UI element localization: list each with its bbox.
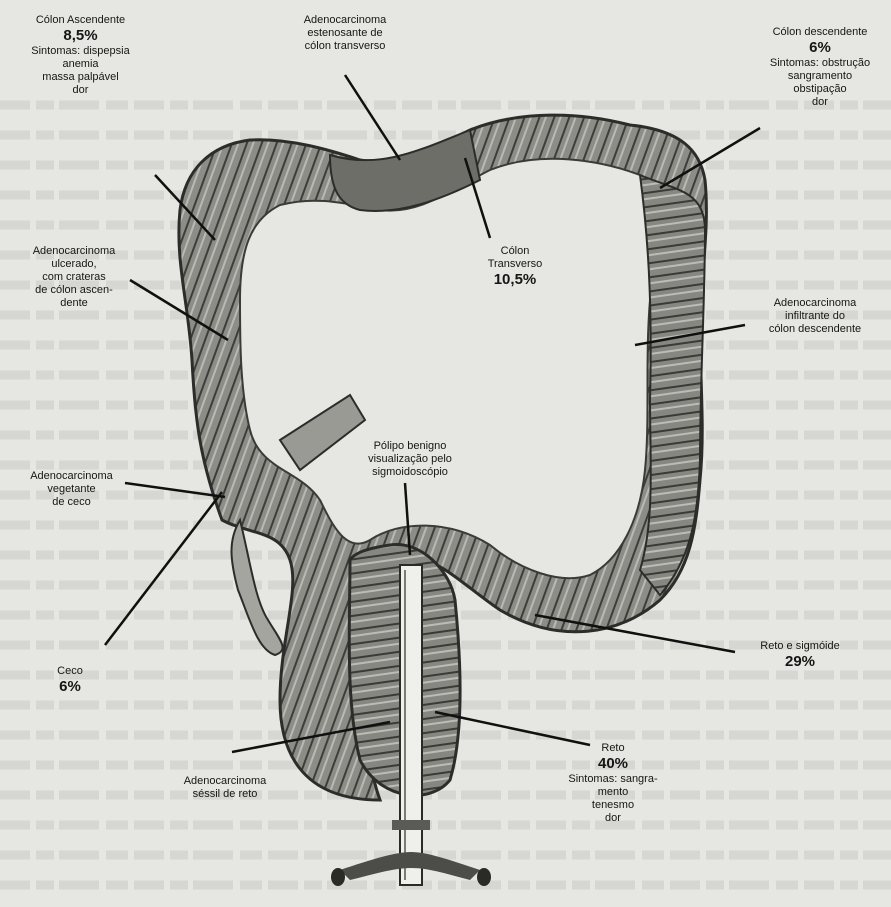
infiltrante-line: infiltrante do bbox=[750, 310, 880, 323]
colon-descendente-symptom: Sintomas: obstrução bbox=[760, 57, 880, 70]
colon-transverso-line: Transverso bbox=[475, 258, 555, 271]
colon-ascendente-percent: 8,5% bbox=[18, 27, 143, 45]
sessil-line: Adenocarcinoma bbox=[165, 775, 285, 788]
ulcerado-line: com crateras bbox=[14, 271, 134, 284]
estenosante-line: Adenocarcinoma bbox=[275, 14, 415, 27]
label-ceco: Ceco 6% bbox=[40, 665, 100, 696]
reto-symptom: dor bbox=[548, 812, 678, 825]
label-colon-descendente: Cólon descendente 6% Sintomas: obstrução… bbox=[760, 26, 880, 109]
reto-symptom: mento bbox=[548, 786, 678, 799]
reto-title: Reto bbox=[548, 742, 678, 755]
reto-sigmoide-percent: 29% bbox=[735, 653, 865, 671]
label-adenocarcinoma-sessil: Adenocarcinoma séssil de reto bbox=[165, 775, 285, 801]
colon-descendente-symptom: obstipação bbox=[760, 83, 880, 96]
colon-descendente-title: Cólon descendente bbox=[760, 26, 880, 39]
ulcerado-line: ulcerado, bbox=[14, 258, 134, 271]
colon-descendente-symptom: dor bbox=[760, 96, 880, 109]
vegetante-line: vegetante bbox=[14, 483, 129, 496]
reto-sigmoide-title: Reto e sigmóide bbox=[735, 640, 865, 653]
reto-percent: 40% bbox=[548, 755, 678, 773]
label-colon-transverso: Cólon Transverso 10,5% bbox=[475, 245, 555, 289]
reto-symptom: Sintomas: sangra- bbox=[548, 773, 678, 786]
colon-transverso-line: Cólon bbox=[475, 245, 555, 258]
colon-descendente-percent: 6% bbox=[760, 39, 880, 57]
label-reto-sigmoide: Reto e sigmóide 29% bbox=[735, 640, 865, 671]
colon-ascendente-symptom: massa palpável bbox=[18, 71, 143, 84]
ulcerado-line: Adenocarcinoma bbox=[14, 245, 134, 258]
label-adenocarcinoma-estenosante: Adenocarcinoma estenosante de cólon tran… bbox=[275, 14, 415, 53]
estenosante-line: cólon transverso bbox=[275, 40, 415, 53]
colon-ascendente-symptom: anemia bbox=[18, 58, 143, 71]
ulcerado-line: dente bbox=[14, 297, 134, 310]
infiltrante-line: Adenocarcinoma bbox=[750, 297, 880, 310]
label-reto: Reto 40% Sintomas: sangra- mento tenesmo… bbox=[548, 742, 678, 825]
label-adenocarcinoma-infiltrante: Adenocarcinoma infiltrante do cólon desc… bbox=[750, 297, 880, 336]
polipo-line: sigmoidoscópio bbox=[350, 466, 470, 479]
label-colon-ascendente: Cólon Ascendente 8,5% Sintomas: dispepsi… bbox=[18, 14, 143, 97]
infiltrante-line: cólon descendente bbox=[750, 323, 880, 336]
label-adenocarcinoma-ulcerado: Adenocarcinoma ulcerado, com crateras de… bbox=[14, 245, 134, 310]
polipo-line: Pólipo benigno bbox=[350, 440, 470, 453]
vegetante-line: Adenocarcinoma bbox=[14, 470, 129, 483]
estenosante-line: estenosante de bbox=[275, 27, 415, 40]
colon-transverso-percent: 10,5% bbox=[475, 271, 555, 289]
ceco-percent: 6% bbox=[40, 678, 100, 696]
vegetante-line: de ceco bbox=[14, 496, 129, 509]
ulcerado-line: de cólon ascen- bbox=[14, 284, 134, 297]
colon-ascendente-symptom: dor bbox=[18, 84, 143, 97]
colon-ascendente-symptom: Sintomas: dispepsia bbox=[18, 45, 143, 58]
reto-symptom: tenesmo bbox=[548, 799, 678, 812]
colon-ascendente-title: Cólon Ascendente bbox=[18, 14, 143, 27]
polipo-line: visualização pelo bbox=[350, 453, 470, 466]
ceco-title: Ceco bbox=[40, 665, 100, 678]
label-adenocarcinoma-vegetante: Adenocarcinoma vegetante de ceco bbox=[14, 470, 129, 509]
sessil-line: séssil de reto bbox=[165, 788, 285, 801]
colon-descendente-symptom: sangramento bbox=[760, 70, 880, 83]
label-polipo-benigno: Pólipo benigno visualização pelo sigmoid… bbox=[350, 440, 470, 479]
